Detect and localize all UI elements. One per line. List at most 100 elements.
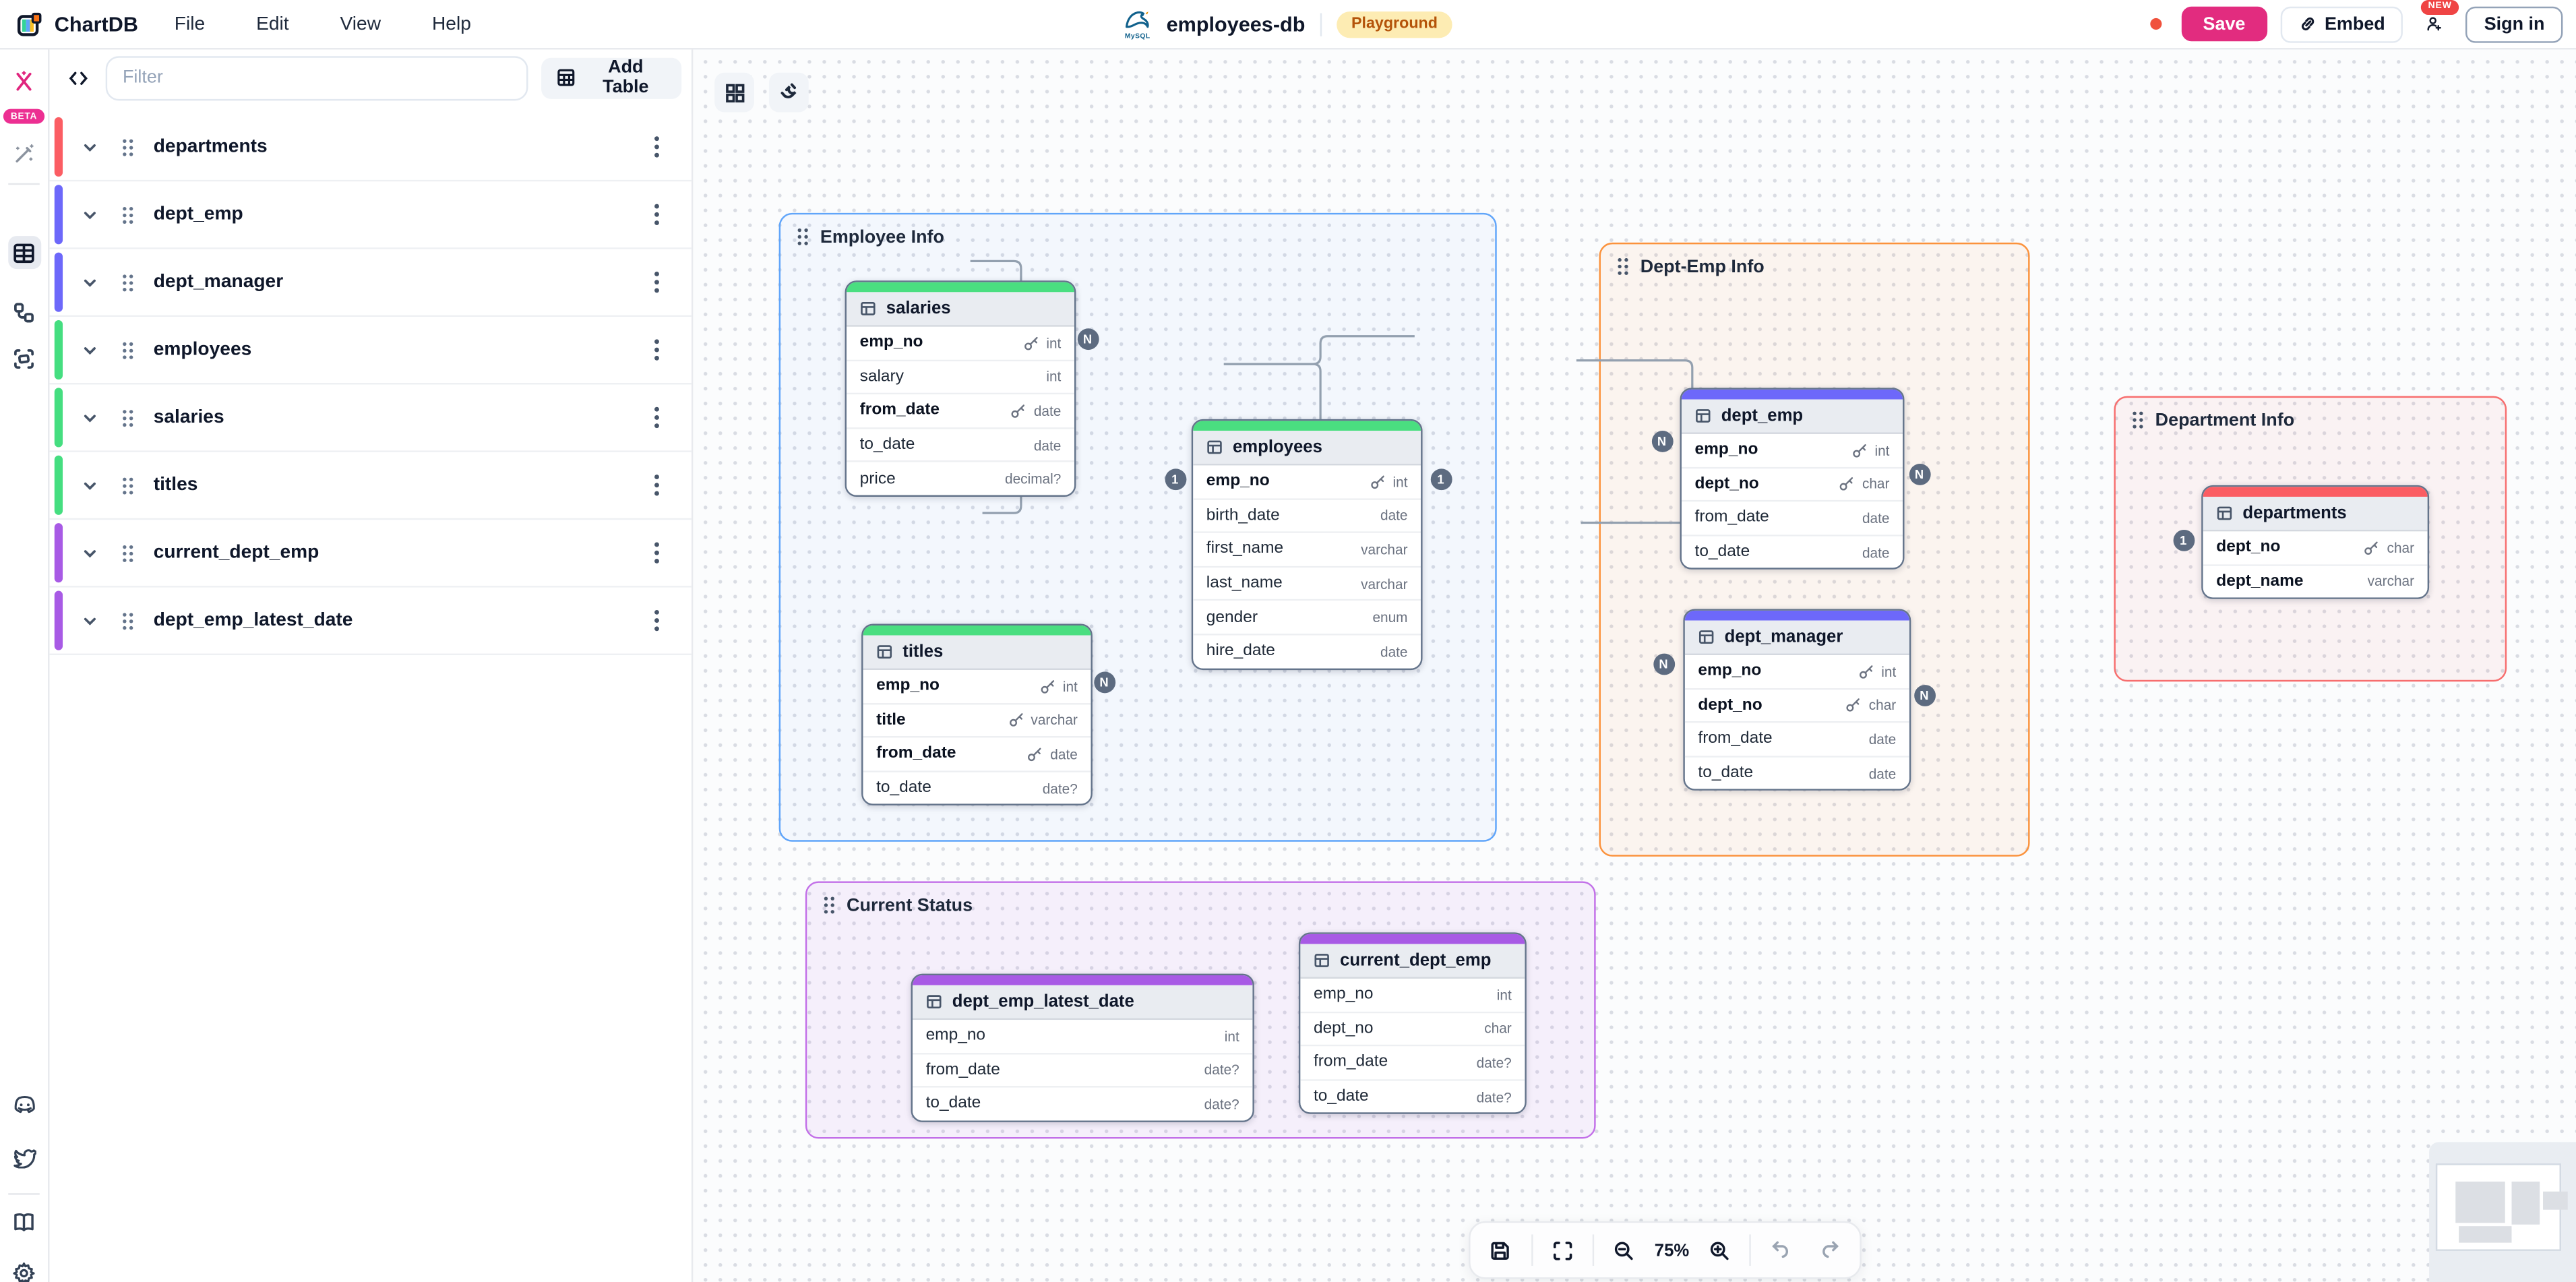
minimap[interactable] [2429,1142,2576,1282]
cardinality-badge[interactable]: 1 [1430,468,1452,489]
drag-handle-icon[interactable] [117,609,137,632]
collapse-chevron-icon[interactable] [78,203,100,226]
table-header[interactable]: current_dept_emp [1300,944,1525,979]
collapse-chevron-icon[interactable] [78,541,100,564]
twitter-icon[interactable] [7,1140,40,1173]
drag-handle-icon[interactable] [117,271,137,294]
ai-assistant-icon[interactable] [7,64,40,97]
sidebar-item-employees[interactable]: employees [48,317,692,385]
row-menu-icon[interactable] [645,607,668,634]
zoom-in-icon[interactable] [1701,1232,1738,1269]
cardinality-badge[interactable]: N [1651,429,1673,452]
menu-view[interactable]: View [340,13,381,34]
drag-handle-icon[interactable] [795,226,810,247]
drag-handle-icon[interactable] [117,203,137,226]
rail-tables-icon[interactable] [7,236,40,270]
collapse-chevron-icon[interactable] [78,609,100,632]
sidebar-item-dept_emp[interactable]: dept_emp [48,181,692,249]
drag-handle-icon[interactable] [117,541,137,564]
collapse-chevron-icon[interactable] [78,271,100,294]
rail-areas-icon[interactable] [7,342,40,375]
diagram-title[interactable]: employees-db [1166,12,1306,36]
cardinality-badge[interactable]: N [1093,671,1115,693]
row-menu-icon[interactable] [645,269,668,295]
collapse-chevron-icon[interactable] [78,474,100,497]
sign-in-button[interactable]: Sign in [2465,5,2563,42]
row-menu-icon[interactable] [645,336,668,363]
embed-button[interactable]: Embed [2279,5,2403,42]
sidebar-item-titles[interactable]: titles [48,452,692,520]
row-menu-icon[interactable] [645,540,668,566]
cardinality-badge[interactable]: 1 [1164,468,1186,489]
drag-handle-icon[interactable] [117,474,137,497]
row-menu-icon[interactable] [645,202,668,228]
table-header[interactable]: departments [2203,496,2428,532]
zoom-level[interactable]: 75% [1654,1240,1690,1260]
table-header[interactable]: dept_emp [1681,399,1903,434]
sidebar-item-dept_manager[interactable]: dept_manager [48,249,692,317]
sidebar-item-dept_emp_latest_date[interactable]: dept_emp_latest_date [48,587,692,656]
docs-book-icon[interactable] [7,1207,40,1240]
settings-gear-icon[interactable] [7,1256,40,1282]
row-menu-icon[interactable] [645,404,668,431]
save-diagram-icon[interactable] [1482,1232,1519,1269]
fit-view-icon[interactable] [1544,1232,1581,1269]
cardinality-badge[interactable]: N [1653,652,1674,675]
cardinality-badge[interactable]: N [1076,328,1099,349]
view-code-icon[interactable] [64,63,92,92]
grid-view-icon[interactable] [714,72,754,113]
magic-wand-icon[interactable] [7,137,40,170]
table-header[interactable]: employees [1193,431,1421,466]
row-menu-icon[interactable] [645,472,668,498]
invite-user-button[interactable]: NEW [2416,0,2459,42]
drag-handle-icon[interactable] [1616,256,1630,278]
drag-handle-icon[interactable] [117,406,137,429]
row-menu-icon[interactable] [645,133,668,160]
drag-handle-icon[interactable] [117,135,137,158]
table-header[interactable]: dept_emp_latest_date [912,985,1253,1020]
cardinality-badge[interactable]: 1 [2172,528,2195,551]
redo-icon[interactable] [1812,1232,1848,1269]
menu-edit[interactable]: Edit [256,13,289,34]
add-table-button[interactable]: Add Table [541,57,682,98]
discord-icon[interactable] [7,1088,40,1121]
undo-icon[interactable] [1763,1232,1800,1269]
filter-input[interactable] [106,55,529,100]
sidebar-item-salaries[interactable]: salaries [48,384,692,452]
collapse-chevron-icon[interactable] [78,406,100,429]
drag-handle-icon[interactable] [117,338,137,361]
menu-file[interactable]: File [174,13,206,34]
save-button[interactable]: Save [2181,6,2267,42]
